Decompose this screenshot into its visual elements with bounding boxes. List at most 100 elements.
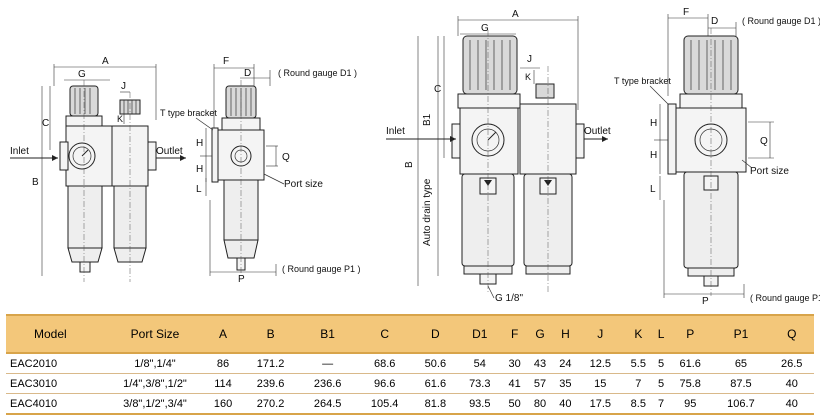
cell: 54	[457, 353, 502, 374]
cell: 41	[501, 373, 528, 394]
port-size-label-right: Port size	[750, 166, 789, 177]
dim-A-right: A	[512, 9, 519, 20]
right-side-view: F D ( Round gauge D1 ) H H T type bracke…	[614, 7, 820, 307]
dim-H2-right: H	[650, 150, 657, 161]
gauge-d1-label-right: ( Round gauge D1 )	[742, 16, 820, 26]
dim-L: L	[196, 184, 202, 195]
dim-C-right: C	[434, 84, 441, 95]
dim-F: F	[223, 56, 229, 67]
cell: 61.6	[668, 353, 713, 374]
dim-F-right: F	[683, 7, 689, 18]
col-model: Model	[6, 314, 106, 354]
dim-K: K	[117, 114, 123, 124]
dim-A: A	[102, 56, 109, 67]
dimension-diagram: A G J K C B	[10, 7, 820, 307]
bracket-label-right: T type bracket	[614, 76, 671, 86]
left-side-view: F D ( Round gauge D1 ) H H T type bracke…	[160, 56, 361, 285]
cell: 7	[622, 373, 655, 394]
dim-Q: Q	[282, 152, 290, 163]
dim-G-right: G	[481, 23, 489, 34]
cell: 68.6	[356, 353, 414, 374]
col-L: L	[654, 314, 669, 354]
dim-J: J	[121, 81, 126, 92]
dimension-table: Model Port Size A B B1 C D D1 F G H J K …	[6, 314, 814, 415]
cell: EAC2010	[6, 353, 106, 374]
cell: 75.8	[668, 373, 713, 394]
cell: 30	[501, 353, 528, 374]
bracket-label-left: T type bracket	[160, 108, 217, 118]
cell: 73.3	[457, 373, 502, 394]
col-B: B	[242, 314, 300, 354]
gauge-p1-label-left: ( Round gauge P1 )	[282, 264, 361, 274]
gauge-p1-label-right: ( Round gauge P1 )	[750, 293, 820, 303]
col-D1: D1	[457, 314, 502, 354]
cell: 5.5	[622, 353, 655, 374]
dim-H1: H	[196, 138, 203, 149]
cell: 24	[552, 353, 579, 374]
col-J: J	[578, 314, 623, 354]
col-F: F	[501, 314, 528, 354]
cell: EAC3010	[6, 373, 106, 394]
left-front-view: A G J K C B	[10, 56, 186, 282]
cell: 239.6	[242, 373, 300, 394]
col-C: C	[356, 314, 414, 354]
technical-drawing: A G J K C B	[6, 7, 820, 415]
dim-Q-right: Q	[760, 136, 768, 147]
cell: 12.5	[578, 353, 623, 374]
dim-P-right: P	[702, 296, 709, 307]
col-D: D	[413, 314, 458, 354]
dim-C: C	[42, 118, 49, 129]
col-G: G	[527, 314, 553, 354]
cell: 5	[654, 353, 669, 374]
col-port-size: Port Size	[106, 314, 204, 354]
col-K: K	[622, 314, 655, 354]
dim-H1-right: H	[650, 118, 657, 129]
cell: 236.6	[299, 373, 357, 394]
cell: 114	[204, 373, 243, 394]
cell: 43	[527, 353, 553, 374]
g-thread-label: G 1/8"	[495, 293, 523, 304]
col-A: A	[204, 314, 243, 354]
cell: 35	[552, 373, 579, 394]
cell: 26.5	[769, 353, 814, 374]
dim-H2: H	[196, 164, 203, 175]
inlet-label-left: Inlet	[10, 146, 29, 157]
cell: 1/4",3/8",1/2"	[106, 373, 204, 394]
table-row: EAC3010 1/4",3/8",1/2" 114 239.6 236.6 9…	[6, 373, 814, 394]
gauge-d1-label-left: ( Round gauge D1 )	[278, 68, 357, 78]
dim-K-right: K	[525, 72, 531, 82]
table-header-row: Model Port Size A B B1 C D D1 F G H J K …	[6, 314, 814, 354]
cell: —	[299, 353, 357, 374]
right-front-view: A G J K C B1 Auto drain type B	[386, 9, 611, 304]
dim-G: G	[78, 69, 86, 80]
table-row: EAC2010 1/8",1/4" 86 171.2 — 68.6 50.6 5…	[6, 353, 814, 374]
cell: 5	[654, 373, 669, 394]
dim-B: B	[32, 177, 39, 188]
outlet-label-right: Outlet	[584, 126, 611, 137]
col-P: P	[668, 314, 713, 354]
cell: 86	[204, 353, 243, 374]
dim-B1-right: B1	[422, 113, 433, 126]
cell: 65	[712, 353, 770, 374]
cell: 57	[527, 373, 553, 394]
cell: 40	[769, 373, 814, 394]
col-H: H	[552, 314, 579, 354]
port-size-label-left: Port size	[284, 179, 323, 190]
cell: 96.6	[356, 373, 414, 394]
col-B1: B1	[299, 314, 357, 354]
dim-P: P	[238, 274, 245, 285]
dim-J-right: J	[527, 54, 532, 65]
dim-D: D	[244, 68, 251, 79]
cell: 15	[578, 373, 623, 394]
dim-L-right: L	[650, 184, 656, 195]
dim-D-right: D	[711, 16, 718, 27]
cell: 50.6	[413, 353, 458, 374]
cell: 171.2	[242, 353, 300, 374]
outlet-label-left: Outlet	[156, 146, 183, 157]
cell: 87.5	[712, 373, 770, 394]
auto-drain-label: Auto drain type	[422, 178, 433, 246]
inlet-label-right: Inlet	[386, 126, 405, 137]
cell: 61.6	[413, 373, 458, 394]
cell: 1/8",1/4"	[106, 353, 204, 374]
col-Q: Q	[769, 314, 814, 354]
